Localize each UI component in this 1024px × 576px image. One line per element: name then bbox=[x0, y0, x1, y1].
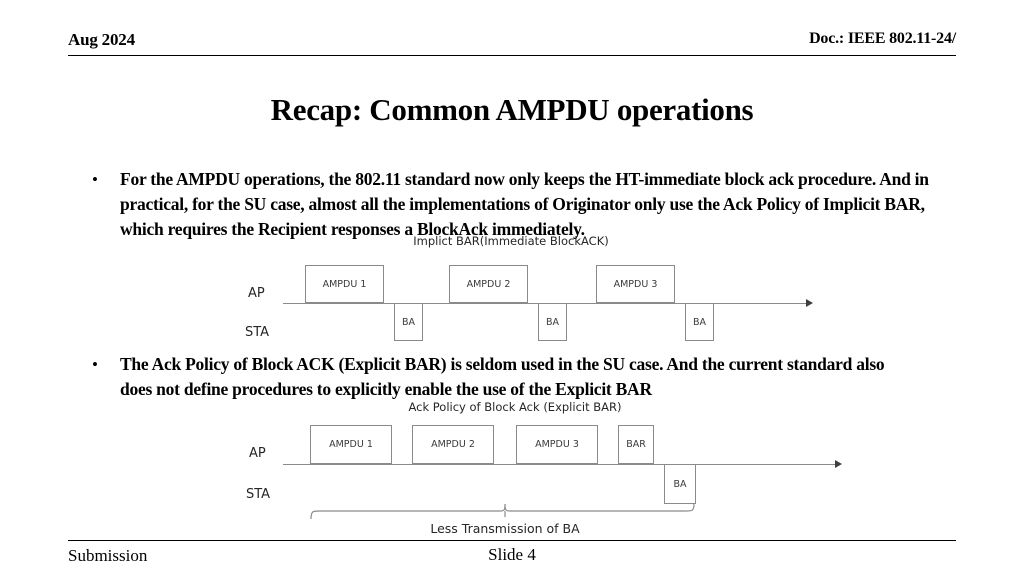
header-doc-reference: Doc.: IEEE 802.11-24/ bbox=[809, 30, 956, 47]
page-title: Recap: Common AMPDU operations bbox=[270, 92, 754, 127]
diagram2-sta-label: STA bbox=[246, 487, 271, 502]
bullet-text: The Ack Policy of Block ACK (Explicit BA… bbox=[120, 354, 885, 399]
slide-header: Aug 2024 Doc.: IEEE 802.11-24/ bbox=[68, 30, 956, 56]
diagram2-bar-box: BAR bbox=[618, 425, 654, 464]
diagram2-timeline bbox=[283, 464, 837, 465]
diagram2-ampdu-box: AMPDU 2 bbox=[412, 425, 494, 464]
diagram1-ba-box: BA bbox=[538, 303, 567, 341]
diagram2-timeline-arrow-icon bbox=[835, 460, 842, 468]
diagram1-ampdu-box: AMPDU 3 bbox=[596, 265, 675, 303]
diagram1-ba-box: BA bbox=[394, 303, 423, 341]
diagram2-brace-label: Less Transmission of BA bbox=[430, 521, 580, 536]
diagram2-ba-box: BA bbox=[664, 464, 696, 504]
diagram1-ampdu-box: AMPDU 1 bbox=[305, 265, 384, 303]
diagram1-ba-box: BA bbox=[685, 303, 714, 341]
diagram2-ampdu-box: AMPDU 1 bbox=[310, 425, 392, 464]
diagram1-ap-label: AP bbox=[248, 286, 265, 301]
diagram1-ampdu-box: AMPDU 2 bbox=[449, 265, 528, 303]
bullet-marker: • bbox=[92, 170, 98, 189]
footer-divider bbox=[68, 540, 956, 541]
diagram1-caption: Implict BAR(Immediate BlockACK) bbox=[413, 234, 609, 248]
header-divider bbox=[68, 55, 956, 56]
bullet-text: For the AMPDU operations, the 802.11 sta… bbox=[120, 169, 929, 239]
footer-slide-number: Slide 4 bbox=[488, 545, 536, 564]
diagram2-ap-label: AP bbox=[249, 446, 266, 461]
diagram1-timeline-arrow-icon bbox=[806, 299, 813, 307]
bullet-marker: • bbox=[92, 355, 98, 374]
diagram2-caption: Ack Policy of Block Ack (Explicit BAR) bbox=[408, 400, 622, 414]
diagram2-brace-icon bbox=[310, 503, 695, 520]
diagram1-sta-label: STA bbox=[245, 325, 270, 340]
header-date: Aug 2024 bbox=[68, 30, 135, 49]
diagram2-ampdu-box: AMPDU 3 bbox=[516, 425, 598, 464]
footer-submission-label: Submission bbox=[68, 546, 148, 565]
